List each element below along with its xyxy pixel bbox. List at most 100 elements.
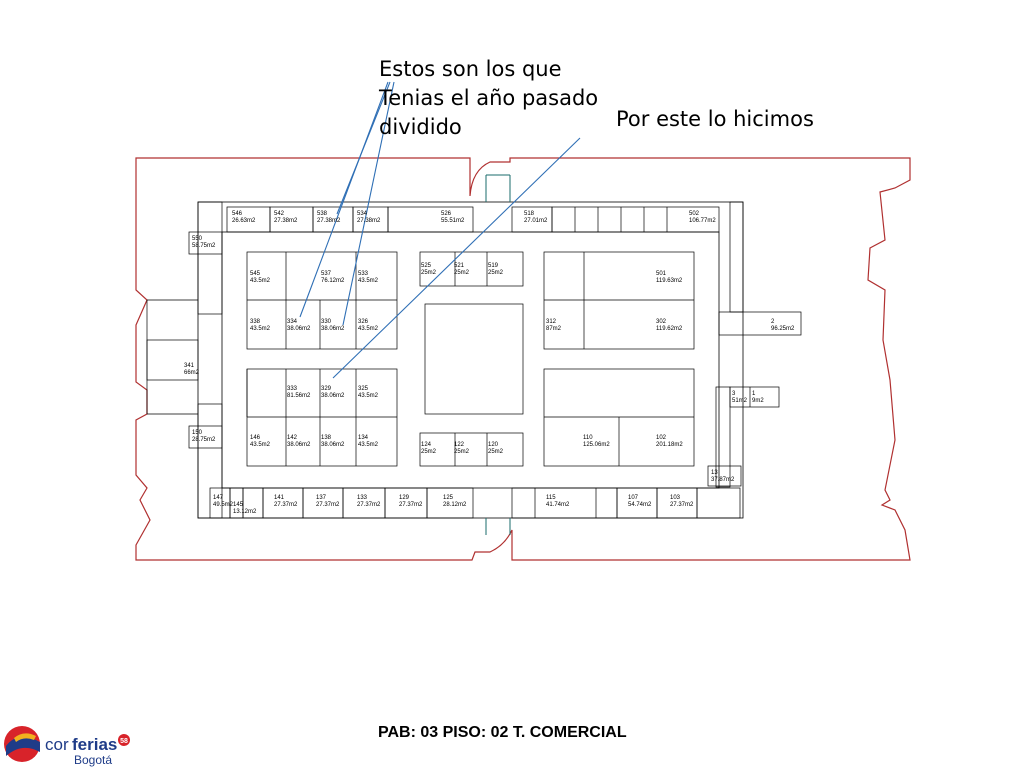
booth-number: 13	[711, 470, 718, 476]
booth-area: 51m2	[732, 398, 748, 404]
booth-area: 58.75m2	[192, 243, 216, 249]
right-blocks	[543, 251, 802, 488]
booth-number: 134	[358, 435, 369, 441]
booth-number: 137	[316, 495, 327, 501]
booth-area: 43.5m2	[358, 326, 379, 332]
booth-area: 27.37m2	[316, 502, 340, 508]
annotation-note-1: Estos son los que Tenias el año pasado d…	[379, 55, 619, 142]
top-row-booths	[197, 201, 744, 315]
booth-area: 37.87m2	[711, 477, 735, 483]
booth-area: 13.12m2	[233, 509, 257, 515]
booth-area: 38.06m2	[321, 393, 345, 399]
booth-area: 125.06m2	[583, 442, 610, 448]
booth-number: 521	[454, 263, 465, 269]
booth-number: 138	[321, 435, 332, 441]
annotation-lines	[299, 81, 581, 379]
booth-number: 125	[443, 495, 454, 501]
booth-number: 326	[358, 319, 369, 325]
booth-number: 341	[184, 363, 195, 369]
booth-number: 330	[321, 319, 332, 325]
booth-number: 525	[421, 263, 432, 269]
booth-number: 534	[357, 211, 368, 217]
booth-area: 119.62m2	[656, 326, 683, 332]
booth-number: 537	[321, 271, 332, 277]
bottom-row-booths	[209, 487, 741, 519]
corridor-frame	[197, 201, 744, 519]
booth-area: 106.77m2	[689, 218, 716, 224]
booth-area: 25m2	[421, 449, 437, 455]
booth-number: 1	[752, 391, 756, 397]
booth-number: 102	[656, 435, 667, 441]
booth-area: 26.63m2	[232, 218, 256, 224]
booth-area: 81.56m2	[287, 393, 311, 399]
booth-area: 25m2	[488, 449, 504, 455]
booth-area: 38.06m2	[321, 442, 345, 448]
booth-area: 43.5m2	[250, 278, 271, 284]
booth-area: 49.5m2	[213, 502, 234, 508]
booth-area: 43.5m2	[358, 278, 379, 284]
booth-area: 76.12m2	[321, 278, 345, 284]
booth-number: 110	[583, 435, 593, 441]
booth-area: 27.37m2	[670, 502, 694, 508]
booth-area: 25m2	[488, 270, 504, 276]
booth-number: 542	[274, 211, 285, 217]
booth-number: 501	[656, 271, 667, 277]
booth-number: 302	[656, 319, 667, 325]
annotation-note-1-line-1: Estos son los que	[379, 57, 562, 81]
booth-number: 329	[321, 386, 332, 392]
booth-area: 201.18m2	[656, 442, 683, 448]
booth-number: 103	[670, 495, 681, 501]
booth-number: 526	[441, 211, 452, 217]
booth-area: 9m2	[752, 398, 764, 404]
booth-area: 96.25m2	[771, 326, 795, 332]
logo-brand-bold: ferias	[72, 735, 117, 754]
booth-area: 27.37m2	[274, 502, 298, 508]
booth-area: 27.37m2	[357, 502, 381, 508]
corferias-logo-mark: cor ferias Bogotá 58	[4, 726, 130, 767]
booth-area: 87m2	[546, 326, 562, 332]
booth-number: 147	[213, 495, 224, 501]
block-b	[246, 368, 398, 467]
booth-number: 141	[274, 495, 285, 501]
entrances	[485, 174, 511, 535]
booth-area: 27.37m2	[399, 502, 423, 508]
booth-area: 41.74m2	[546, 502, 570, 508]
annotation-note-1-line-2: Tenias el año pasado	[379, 86, 599, 110]
booth-area: 38.06m2	[287, 442, 311, 448]
booth-number: 533	[358, 271, 369, 277]
booth-area: 43.5m2	[250, 326, 271, 332]
booth-number: 545	[250, 271, 261, 277]
booth-number: 502	[689, 211, 700, 217]
footer-title: PAB: 03 PISO: 02 T. COMERCIAL	[378, 724, 627, 741]
booth-number: 519	[488, 263, 499, 269]
booth-number: 338	[250, 319, 261, 325]
booth-area: 27.38m2	[357, 218, 381, 224]
booth-number: 546	[232, 211, 243, 217]
booth-number: 334	[287, 319, 298, 325]
booth-area: 25m2	[454, 270, 470, 276]
booth-number: 124	[421, 442, 432, 448]
booth-area: 43.5m2	[358, 393, 379, 399]
annotation-note-1-line-3: dividido	[379, 115, 462, 139]
booth-area: 25m2	[454, 449, 470, 455]
booth-labels: 54626.63m254227.38m253827.38m253427.38m2…	[184, 211, 795, 515]
booth-area: 43.5m2	[250, 442, 271, 448]
booth-number: 550	[192, 236, 203, 242]
booth-number: 325	[358, 386, 369, 392]
booth-number: 146	[250, 435, 261, 441]
booth-area: 27.38m2	[317, 218, 341, 224]
logo-brand-light: cor	[45, 735, 69, 754]
booth-number: 3	[732, 391, 736, 397]
booth-number: 122	[454, 442, 465, 448]
booth-area: 27.01m2	[524, 218, 548, 224]
booth-number: 312	[546, 319, 557, 325]
booth-number: 142	[287, 435, 298, 441]
booth-number: 518	[524, 211, 535, 217]
booth-number: 333	[287, 386, 298, 392]
booth-number: 120	[488, 442, 499, 448]
booth-area: 54.74m2	[628, 502, 652, 508]
booth-area: 38.06m2	[287, 326, 311, 332]
booth-area: 55.51m2	[441, 218, 465, 224]
booth-number: 150	[192, 430, 203, 436]
